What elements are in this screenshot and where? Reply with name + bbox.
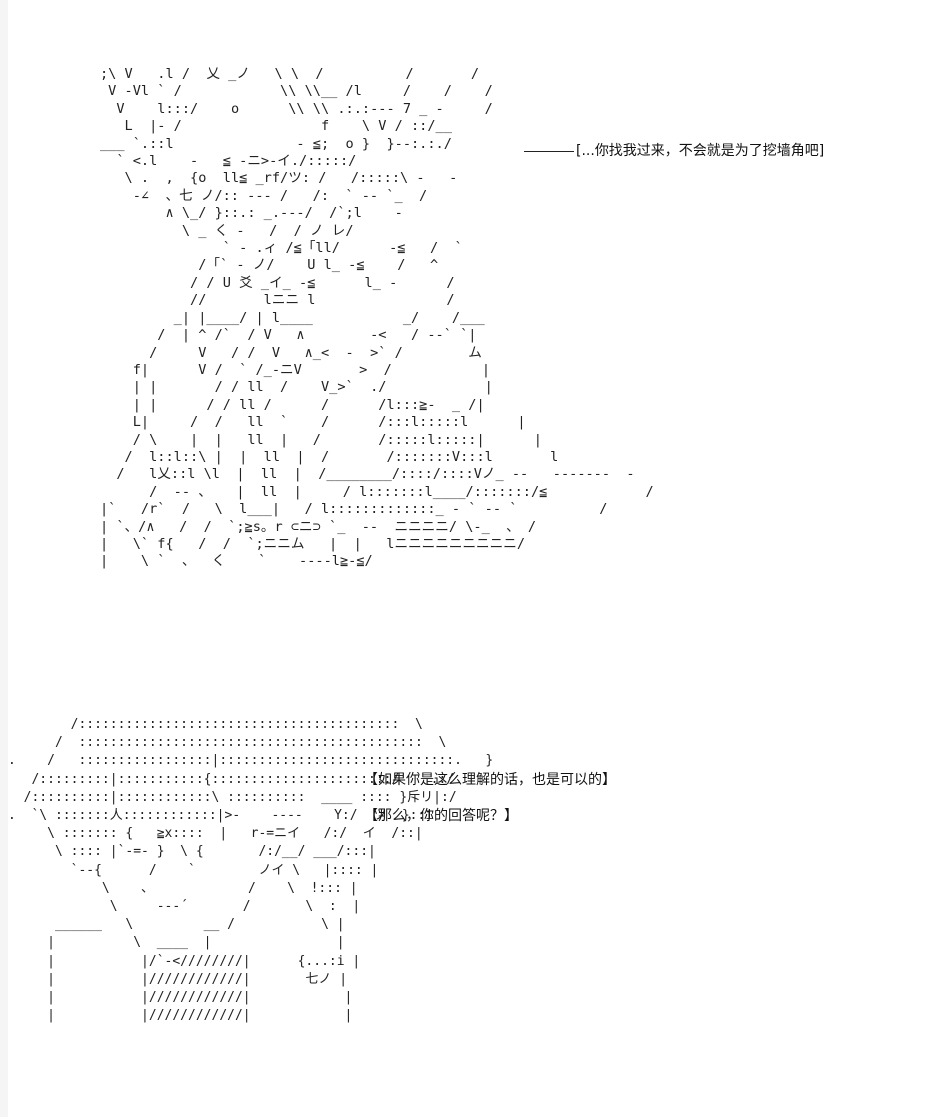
page-canvas: ;\ V .l / 乂 _ノ \ \ / / / V ‐Vl ` / \\ \\… xyxy=(8,0,940,1117)
ascii-art-character-top: ;\ V .l / 乂 _ノ \ \ / / / V ‐Vl ` / \\ \\… xyxy=(100,66,654,570)
speech-text-top: [...你找我过来，不会就是为了挖墙角吧] xyxy=(576,143,825,159)
ascii-art-character-bottom: /:::::::::::::::::::::::::::::::::::::::… xyxy=(8,717,494,1024)
speech-pointer-line xyxy=(524,151,574,152)
speech-text-bottom-1: 【如果你是这么理解的话，也是可以的】 xyxy=(364,772,616,788)
speech-text-bottom-2: 【那么，你的回答呢？】 xyxy=(364,808,518,824)
